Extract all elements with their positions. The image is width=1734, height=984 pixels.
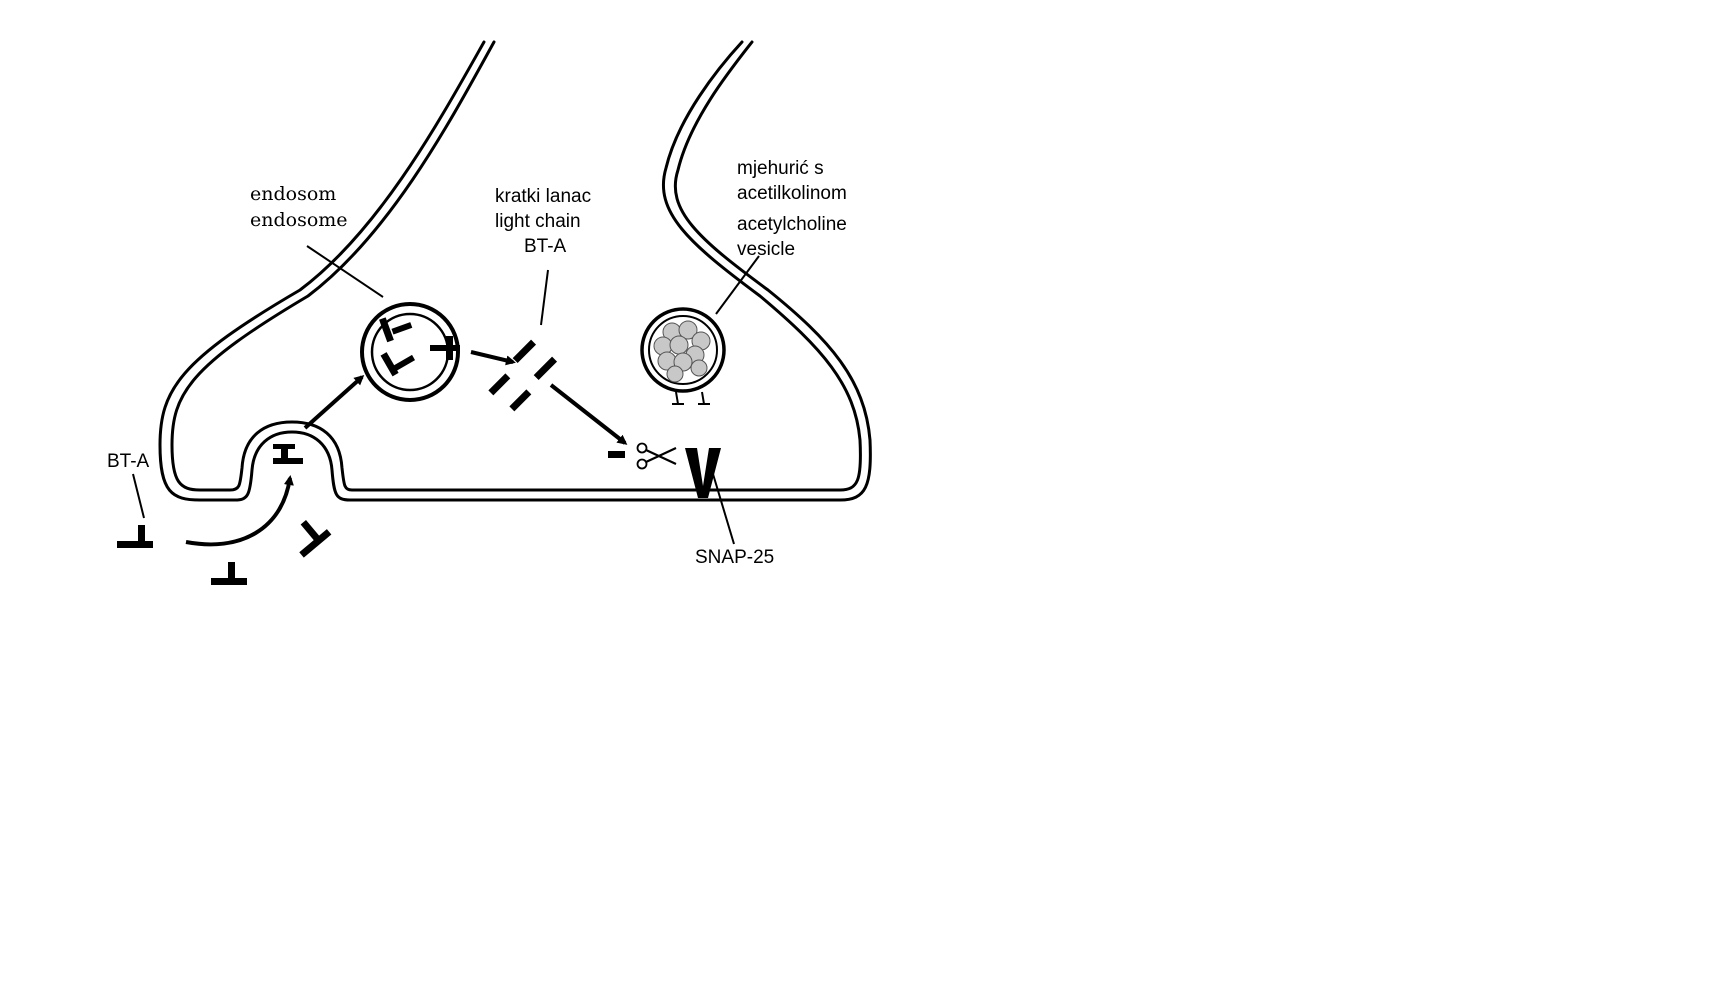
label-vesicle-hr-2: acetilkolinom	[737, 183, 847, 204]
release-arrow	[470, 350, 516, 366]
cleaved-snap25-fragment	[608, 451, 625, 458]
label-snap25: SNAP-25	[695, 547, 774, 568]
acetylcholine-vesicle	[640, 307, 726, 405]
label-light-chain-hr: kratki lanac	[495, 186, 591, 207]
label-toxin: BT-A	[107, 451, 150, 472]
leader-lines	[132, 245, 760, 545]
toxin-molecule-3	[299, 520, 332, 558]
label-endosome-en: endosome	[250, 209, 348, 231]
label-vesicle-en-2: vesicle	[737, 239, 795, 260]
endosome-exiting-toxin	[430, 336, 460, 360]
endosome-toxin-1	[379, 317, 413, 343]
endocytosis-arrow	[303, 374, 365, 430]
nerve-terminal-membrane	[158, 40, 872, 502]
acetylcholine-molecules	[653, 320, 711, 383]
light-chain-fragments	[488, 339, 558, 412]
vesicle-snare-proteins	[672, 391, 710, 405]
endosome-toxin-2	[380, 352, 416, 377]
label-light-chain-toxin: BT-A	[524, 236, 567, 257]
label-endosome-hr: endosom	[250, 183, 336, 205]
toxin-molecule-2	[211, 562, 247, 585]
process-arrows	[185, 350, 628, 547]
cleavage-arrow	[549, 383, 628, 445]
snap25-protein	[685, 448, 721, 498]
label-vesicle-hr-1: mjehurić s	[737, 158, 824, 179]
scissors-icon	[636, 442, 677, 470]
binding-arrow	[185, 475, 294, 547]
toxin-bound-in-invagination	[273, 444, 303, 464]
label-vesicle-en-1: acetylcholine	[737, 214, 847, 235]
label-light-chain-en: light chain	[495, 211, 581, 232]
toxin-molecule-1	[117, 525, 153, 548]
endosome	[360, 302, 460, 402]
